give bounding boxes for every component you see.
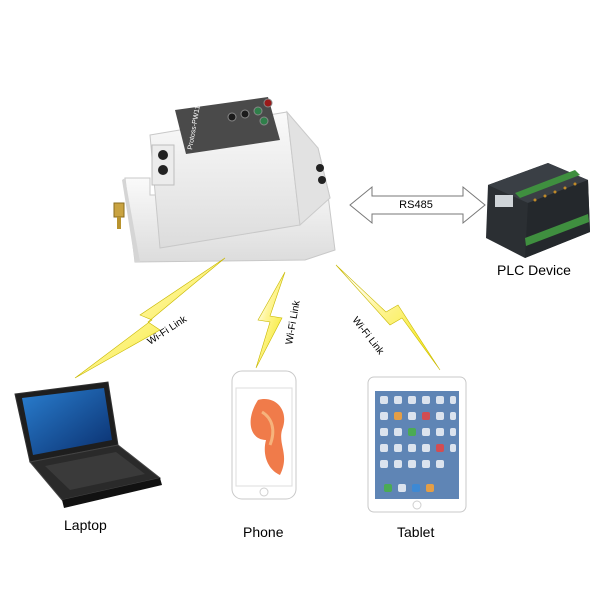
tablet-app-icons (380, 396, 456, 492)
phone-label: Phone (243, 524, 284, 540)
wifi-link-label: Wi-Fi Link (350, 315, 387, 358)
laptop-device (14, 381, 162, 508)
status-leds (227, 98, 273, 126)
plc-label: PLC Device (497, 262, 571, 278)
phone-device (231, 370, 297, 500)
plc-device (486, 163, 590, 258)
terminal-block-right (316, 164, 326, 184)
gateway-device: Protoss-PW11 (113, 97, 336, 263)
rs485-link: RS485 (349, 185, 486, 225)
rs485-label: RS485 (399, 199, 433, 211)
wifi-link-phone: Wi-Fi Link (255, 271, 303, 369)
laptop-label: Laptop (64, 517, 107, 533)
plc-terminals (515, 170, 589, 246)
tablet-label: Tablet (397, 524, 435, 540)
wifi-link-tablet: Wi-Fi Link (335, 264, 441, 371)
wifi-link-label: Wi-Fi Link (284, 299, 303, 346)
tablet-device (367, 376, 467, 513)
phone-wallpaper (250, 399, 285, 475)
terminal-block-left (151, 144, 175, 186)
wifi-link-laptop: Wi-Fi Link (74, 257, 226, 379)
antenna-icon (113, 202, 125, 229)
